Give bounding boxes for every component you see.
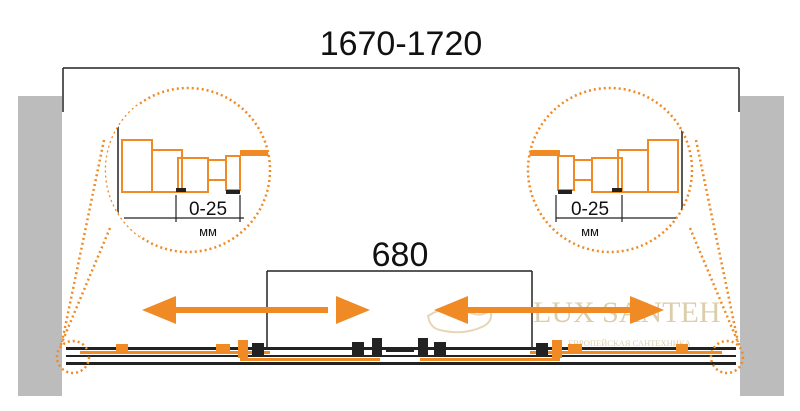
right-wall [740, 96, 784, 396]
left-gap-label: 0-25 [189, 199, 227, 220]
left-gap-unit: мм [199, 224, 217, 239]
watermark: LUX SANTEH ЕВРОПЕЙСКАЯ САНТЕХНИКА [428, 296, 721, 348]
right-gap-label: 0-25 [571, 199, 609, 220]
overall-width-label: 1670-1720 [320, 25, 483, 63]
left-slide-arrow [142, 296, 370, 324]
right-detail-callout: 0-25 мм [520, 88, 692, 252]
right-gap-unit: мм [581, 224, 599, 239]
door-opening-label: 680 [372, 236, 429, 274]
left-detail-callout: 0-25 мм [100, 80, 280, 280]
left-wall [18, 96, 62, 396]
watermark-tagline: ЕВРОПЕЙСКАЯ САНТЕХНИКА [568, 338, 692, 348]
